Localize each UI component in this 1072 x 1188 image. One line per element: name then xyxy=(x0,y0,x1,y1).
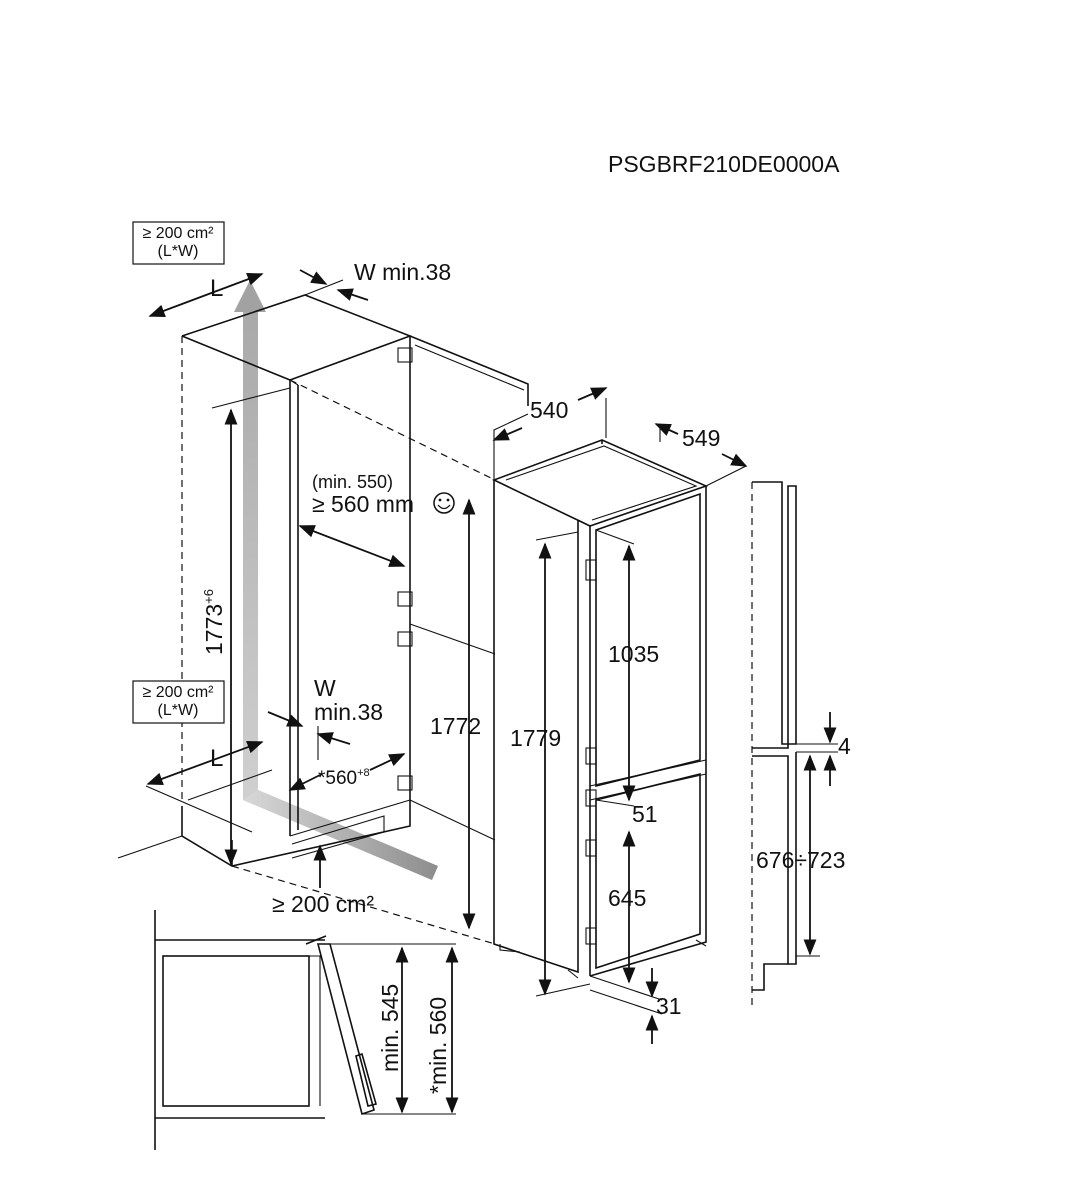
vent-mid-line1: ≥ 200 cm² xyxy=(142,684,214,701)
vent-mid-label: ≥ 200 cm² (L*W) xyxy=(132,680,225,724)
vent-top-line2: (L*W) xyxy=(158,243,199,260)
vent-mid-line2: (L*W) xyxy=(158,702,199,719)
vent-top-label: ≥ 200 cm² (L*W) xyxy=(132,221,225,265)
vent-top-W: W min.38 xyxy=(354,259,451,285)
door-gap: 51 xyxy=(632,801,658,827)
section-depth-2: *min. 560 xyxy=(425,997,451,1094)
smiley-icon xyxy=(433,492,455,514)
appliance xyxy=(491,439,709,979)
rail-gap: 4 xyxy=(838,733,851,759)
depth-value: ≥ 560 mm xyxy=(312,491,414,517)
niche-hinges xyxy=(397,347,413,791)
niche-height: 1773+6 xyxy=(201,589,227,655)
vent-bottom: ≥ 200 cm² xyxy=(272,891,374,917)
section-view xyxy=(154,910,456,1150)
appliance-height-body: 1779 xyxy=(510,725,561,751)
appliance-width: 540 xyxy=(530,397,568,423)
niche-cabinet xyxy=(117,280,529,945)
vent-top-line1: ≥ 200 cm² xyxy=(142,225,214,242)
section-depth-1: min. 545 xyxy=(377,984,403,1072)
appliance-depth: 549 xyxy=(682,425,720,451)
appliance-height-total: 1772 xyxy=(430,713,481,739)
foot-height: 31 xyxy=(656,993,682,1019)
door-rail xyxy=(751,481,838,1008)
vent-mid-W2: min.38 xyxy=(314,699,383,725)
upper-door-height: 1035 xyxy=(608,641,659,667)
model-code: PSGBRF210DE0000A xyxy=(608,151,840,177)
vent-mid-L: L xyxy=(210,745,223,772)
lower-door-height: 645 xyxy=(608,885,646,911)
niche-width: *560+8 xyxy=(318,767,370,789)
depth-min: (min. 550) xyxy=(312,472,393,492)
rail-range: 676÷723 xyxy=(756,847,845,873)
vent-top-L: L xyxy=(210,275,223,302)
vent-mid-W1: W xyxy=(314,675,336,701)
